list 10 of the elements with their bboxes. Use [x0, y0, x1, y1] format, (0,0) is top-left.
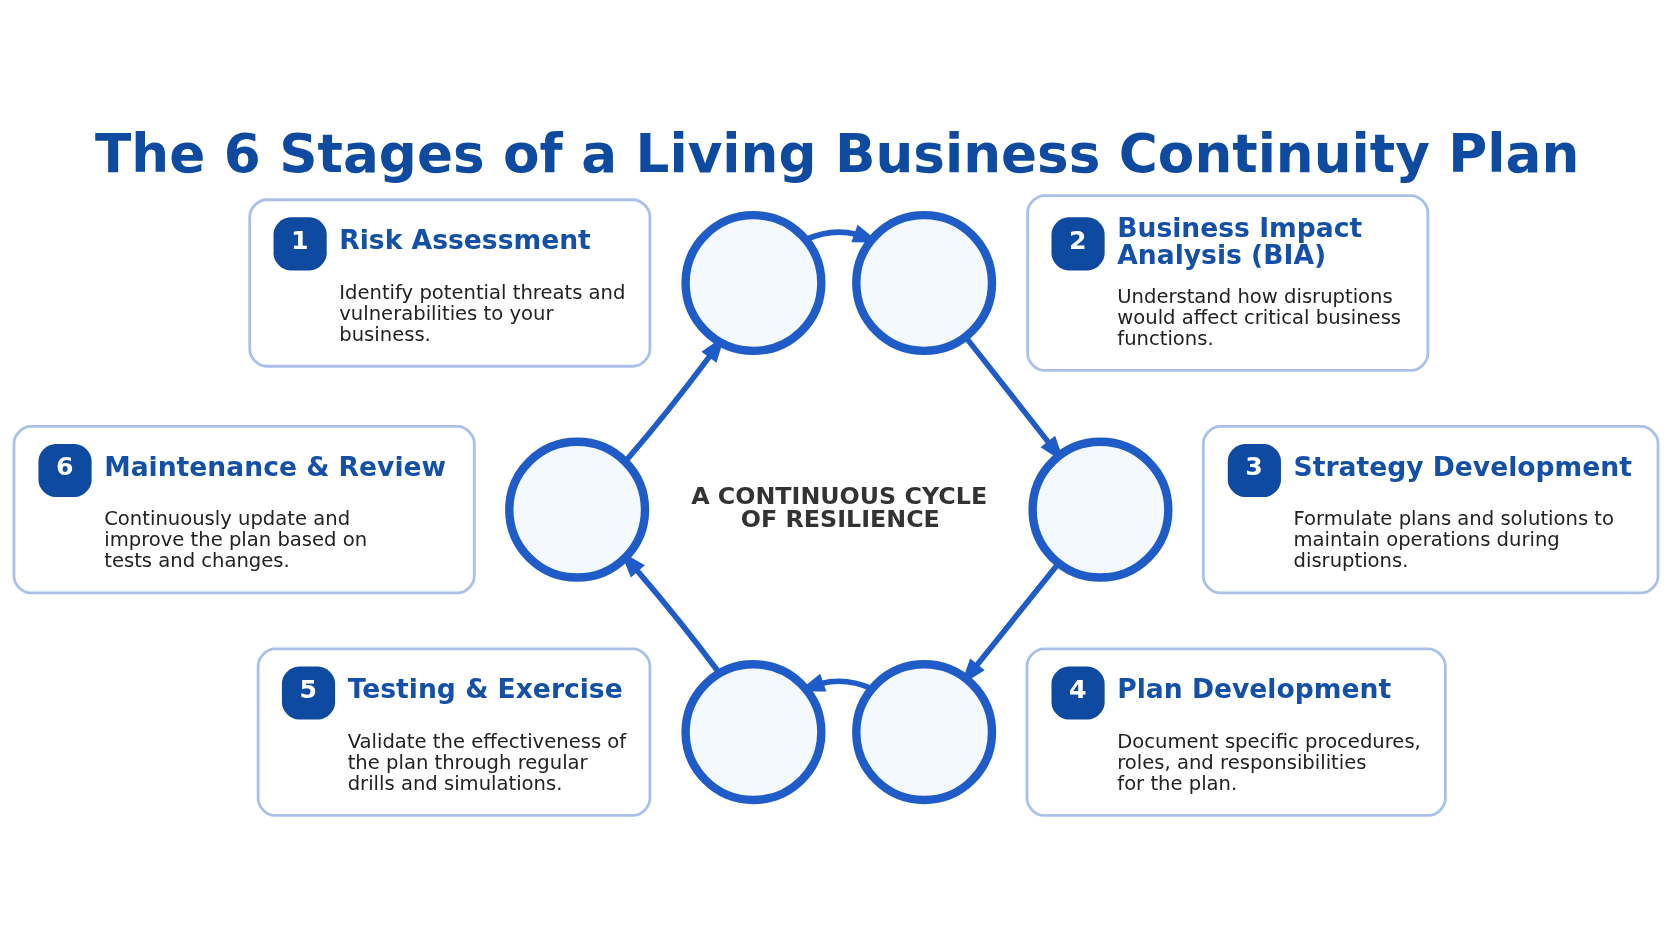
node-box: 6 Maintenance & Review Continuously update and improve the plan based on tests and changes. — [12, 425, 476, 595]
node-box: 5 Testing & Exercise Validate the effectiveness of the plan through regular drills and simulations. — [256, 647, 652, 817]
node-circle — [681, 210, 826, 356]
node-circle — [505, 437, 650, 582]
diagram-title: The 6 Stages of a Living Business Continuity Plan — [95, 123, 1580, 186]
node-box: 2 Business Impact Analysis (BIA) Understand how disruptions would affect critical business functions. — [1026, 194, 1430, 372]
node-box: 4 Plan Development Document specific procedures, roles, and responsibilities for the plan. — [1025, 647, 1447, 817]
label: A CONTINUOUS CYCLE OF RESILIENCE — [691, 481, 988, 534]
node-box: 3 Strategy Development Formulate plans and solutions to maintain operations during disruptions. — [1201, 425, 1660, 595]
node-box: 1 Risk Assessment Identify potential threats and vulnerabilities to your business. — [248, 198, 652, 368]
